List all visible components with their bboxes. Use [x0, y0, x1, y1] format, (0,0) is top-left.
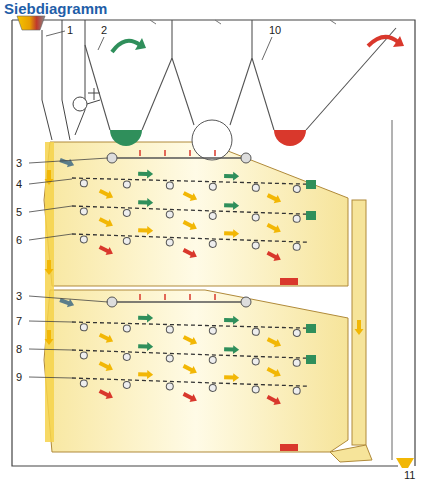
illustration-part: [75, 20, 85, 135]
callout-number: 11: [403, 469, 416, 481]
illustration-part: [45, 260, 54, 275]
illustration-part: [192, 120, 232, 160]
illustration-part: [58, 296, 75, 310]
illustration-part: [29, 31, 272, 378]
illustration-part: [368, 37, 398, 46]
illustration-part: [85, 20, 396, 130]
illustration-part: [45, 142, 54, 442]
illustration-part: [241, 297, 251, 307]
illustration-part: [330, 445, 372, 462]
callout-number: 7: [15, 315, 23, 327]
illustration-part: [306, 180, 316, 189]
callout-number: 6: [15, 234, 23, 246]
illustration-part: [140, 150, 215, 156]
callout-number: 2: [100, 24, 108, 36]
illustration-part: [392, 120, 393, 460]
callout-number: 10: [268, 24, 282, 36]
illustration-part: [45, 330, 54, 345]
callout-number: 5: [15, 206, 23, 218]
illustration-part: [396, 458, 414, 468]
illustration-part: [150, 20, 336, 24]
illustration-part: [280, 278, 298, 285]
callout-number: 9: [15, 371, 23, 383]
diagram-title: Siebdiagramm: [4, 1, 107, 18]
illustration-part: [306, 324, 316, 333]
illustration-part: [306, 211, 316, 220]
illustration-part: [140, 294, 215, 300]
callout-number: 3: [15, 290, 23, 302]
illustration-part: [112, 157, 246, 159]
illustration-part: [44, 290, 348, 452]
illustration-part: [71, 196, 307, 237]
illustration-part: [107, 153, 117, 163]
illustration-part: [17, 16, 45, 30]
illustration-part: [112, 301, 246, 303]
callout-number: 4: [15, 178, 23, 190]
illustration-part: [110, 130, 142, 146]
illustration-part: [352, 200, 366, 445]
illustration-part: [71, 224, 307, 265]
illustration-part: [71, 368, 307, 409]
illustration-part: [71, 168, 307, 207]
illustration-part: [71, 312, 307, 351]
illustration-part: [280, 444, 298, 451]
illustration-part: [241, 153, 251, 163]
illustration-part: [135, 38, 146, 50]
illustration-part: [44, 142, 348, 286]
illustration-part: [355, 320, 364, 335]
illustration-part: [393, 36, 404, 47]
callout-number: 8: [15, 343, 23, 355]
illustration-part: [107, 297, 117, 307]
illustration-part: [274, 130, 306, 146]
illustration-part: [71, 340, 307, 381]
callout-number: 1: [66, 24, 74, 36]
illustration-part: [12, 20, 415, 466]
illustration-part: [58, 156, 75, 170]
callout-number: 3: [15, 157, 23, 169]
illustration-part: [42, 20, 70, 140]
illustration-part: [73, 97, 87, 111]
illustration-part: [112, 41, 140, 52]
illustration-part: [306, 355, 316, 364]
illustration-part: [45, 170, 54, 185]
